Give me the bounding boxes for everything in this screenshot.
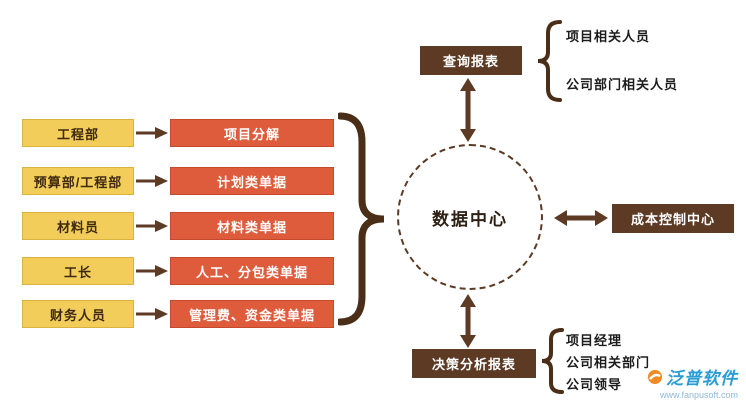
data-center-circle: 数据中心 (397, 144, 543, 290)
decision-report-box: 决策分析报表 (412, 349, 536, 378)
query-audience-item: 项目相关人员 (566, 29, 651, 44)
cost-control-label: 成本控制中心 (630, 212, 715, 227)
decision-audience-item: 公司领导 (566, 377, 623, 392)
arrow-right-icon (134, 174, 170, 188)
watermark-url: www.fanpusoft.com (659, 390, 738, 400)
query-report-label: 查询报表 (442, 54, 499, 69)
role-box: 财务人员 (22, 300, 134, 328)
big-brace-icon (338, 112, 385, 326)
doc-box: 材料类单据 (170, 212, 334, 240)
flow-row: 工长 人工、分包类单据 (22, 257, 334, 285)
watermark-brand: 泛普软件 (666, 369, 738, 388)
flow-row: 预算部/工程部 计划类单据 (22, 167, 334, 195)
arrow-right-icon (134, 307, 170, 321)
cost-control-box: 成本控制中心 (612, 204, 734, 233)
double-arrow-horizontal-icon (554, 210, 608, 226)
decision-report-label: 决策分析报表 (431, 357, 516, 372)
arrow-right-icon (134, 264, 170, 278)
flow-row: 财务人员 管理费、资金类单据 (22, 300, 334, 328)
decision-audience-item: 公司相关部门 (566, 355, 651, 370)
query-report-box: 查询报表 (420, 46, 522, 75)
double-arrow-vertical-icon (460, 78, 476, 142)
arrow-right-icon (134, 219, 170, 233)
doc-box: 计划类单据 (170, 167, 334, 195)
arrow-right-icon (134, 126, 170, 140)
doc-box: 人工、分包类单据 (170, 257, 334, 285)
role-box: 工长 (22, 257, 134, 285)
role-box: 工程部 (22, 119, 134, 147)
query-audience-item: 公司部门相关人员 (566, 77, 679, 92)
role-box: 材料员 (22, 212, 134, 240)
flow-row: 材料员 材料类单据 (22, 212, 334, 240)
watermark: 泛普软件 www.fanpusoft.com (647, 364, 738, 400)
doc-box: 管理费、资金类单据 (170, 300, 334, 328)
data-center-label: 数据中心 (432, 209, 508, 229)
fanpu-logo-icon (648, 369, 662, 384)
double-arrow-vertical-icon (460, 294, 476, 348)
top-brace-icon (537, 20, 562, 102)
flow-row: 工程部 项目分解 (22, 119, 334, 147)
decision-audience-item: 项目经理 (566, 333, 623, 348)
bottom-brace-icon (541, 328, 564, 394)
doc-box: 项目分解 (170, 119, 334, 147)
role-box: 预算部/工程部 (22, 167, 134, 195)
